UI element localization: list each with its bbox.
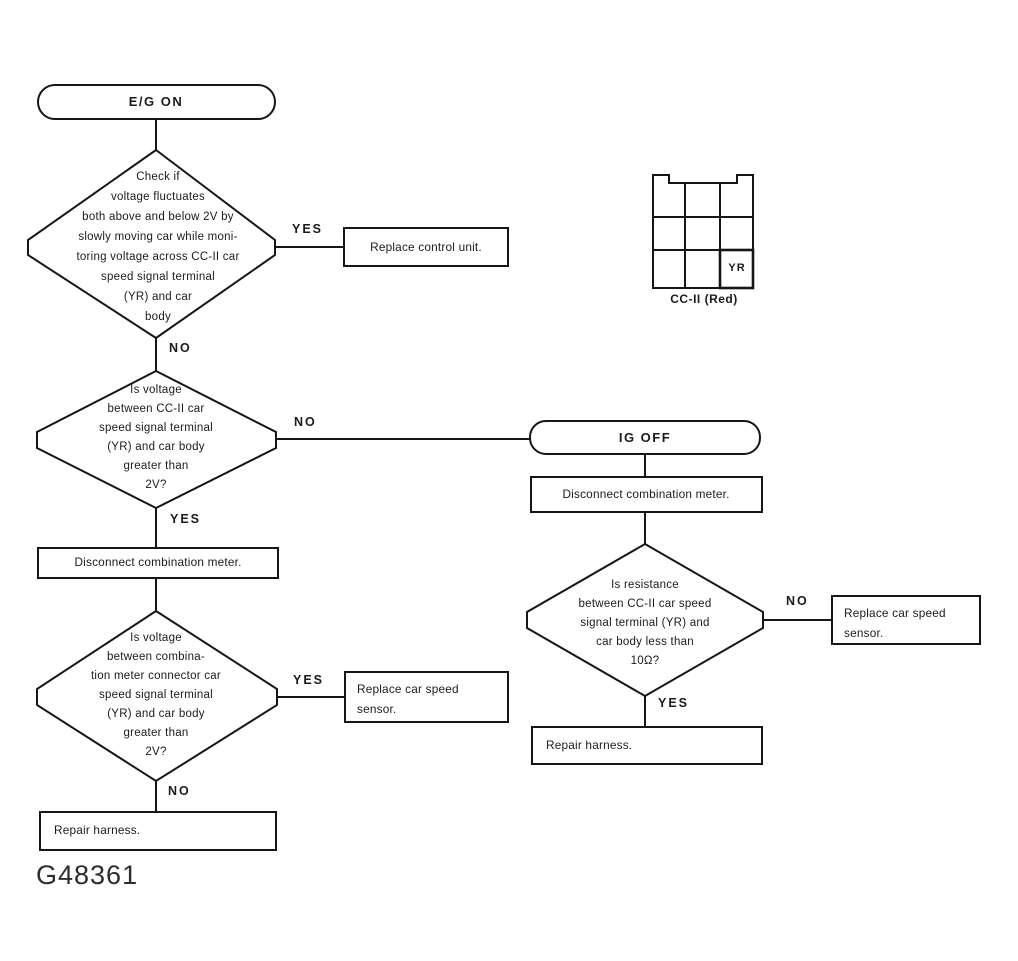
check2-yes-label: YES [170, 512, 202, 526]
process-disconnect-right-text: Disconnect combination meter. [562, 487, 730, 501]
process-replace-sensor-right-text: Replace car speed sensor. [844, 606, 946, 640]
decision-check3-text: Is voltage between combina- tion meter c… [90, 632, 222, 758]
check2-no-label: NO [294, 415, 317, 429]
connector-caption: CC-II (Red) [670, 292, 738, 306]
connector-pin-diagram [652, 174, 755, 290]
decision-check1-text: Check if voltage fluctuates both above a… [76, 171, 240, 323]
decision-check4-shape [526, 542, 764, 698]
check3-yes-label: YES [293, 673, 325, 687]
decision-check3-shape [36, 609, 278, 783]
process-replace-sensor-left-shape [344, 671, 509, 723]
connector-yr-cell [718, 248, 755, 290]
check4-no-label: NO [786, 594, 809, 608]
check1-no-label: NO [169, 341, 192, 355]
decision-check2-text: Is voltage between CC-II car speed signa… [99, 384, 213, 491]
process-replace-control-unit-shape [343, 227, 509, 267]
terminal-ig-off-shape [529, 420, 761, 455]
check3-no-label: NO [168, 784, 191, 798]
decision-check1-shape [27, 148, 276, 340]
process-repair-harness-left-shape [39, 811, 277, 851]
check1-yes-label: YES [292, 222, 324, 236]
process-repair-harness-right-shape [531, 726, 763, 765]
process-repair-harness-right-text: Repair harness. [546, 738, 633, 752]
terminal-ig-off-label: IG OFF [618, 430, 672, 445]
check4-yes-label: YES [658, 696, 690, 710]
process-disconnect-left-text: Disconnect combination meter. [74, 555, 242, 569]
process-disconnect-left-shape [37, 547, 279, 579]
decision-check2-shape [36, 369, 277, 510]
process-replace-control-unit-text: Replace control unit. [370, 240, 482, 254]
terminal-eg-on-shape [37, 84, 276, 120]
process-disconnect-right-shape [530, 476, 763, 513]
flow-edges [155, 119, 833, 813]
process-repair-harness-left-text: Repair harness. [54, 823, 141, 837]
decision-check4-text: Is resistance between CC-II car speed si… [578, 579, 712, 667]
terminal-eg-on-label: E/G ON [128, 94, 184, 109]
connector-terminal-label: YR [728, 262, 746, 274]
figure-id: G48361 [36, 860, 139, 890]
process-replace-sensor-left-text: Replace car speed sensor. [357, 682, 459, 716]
process-replace-sensor-right-shape [831, 595, 981, 645]
